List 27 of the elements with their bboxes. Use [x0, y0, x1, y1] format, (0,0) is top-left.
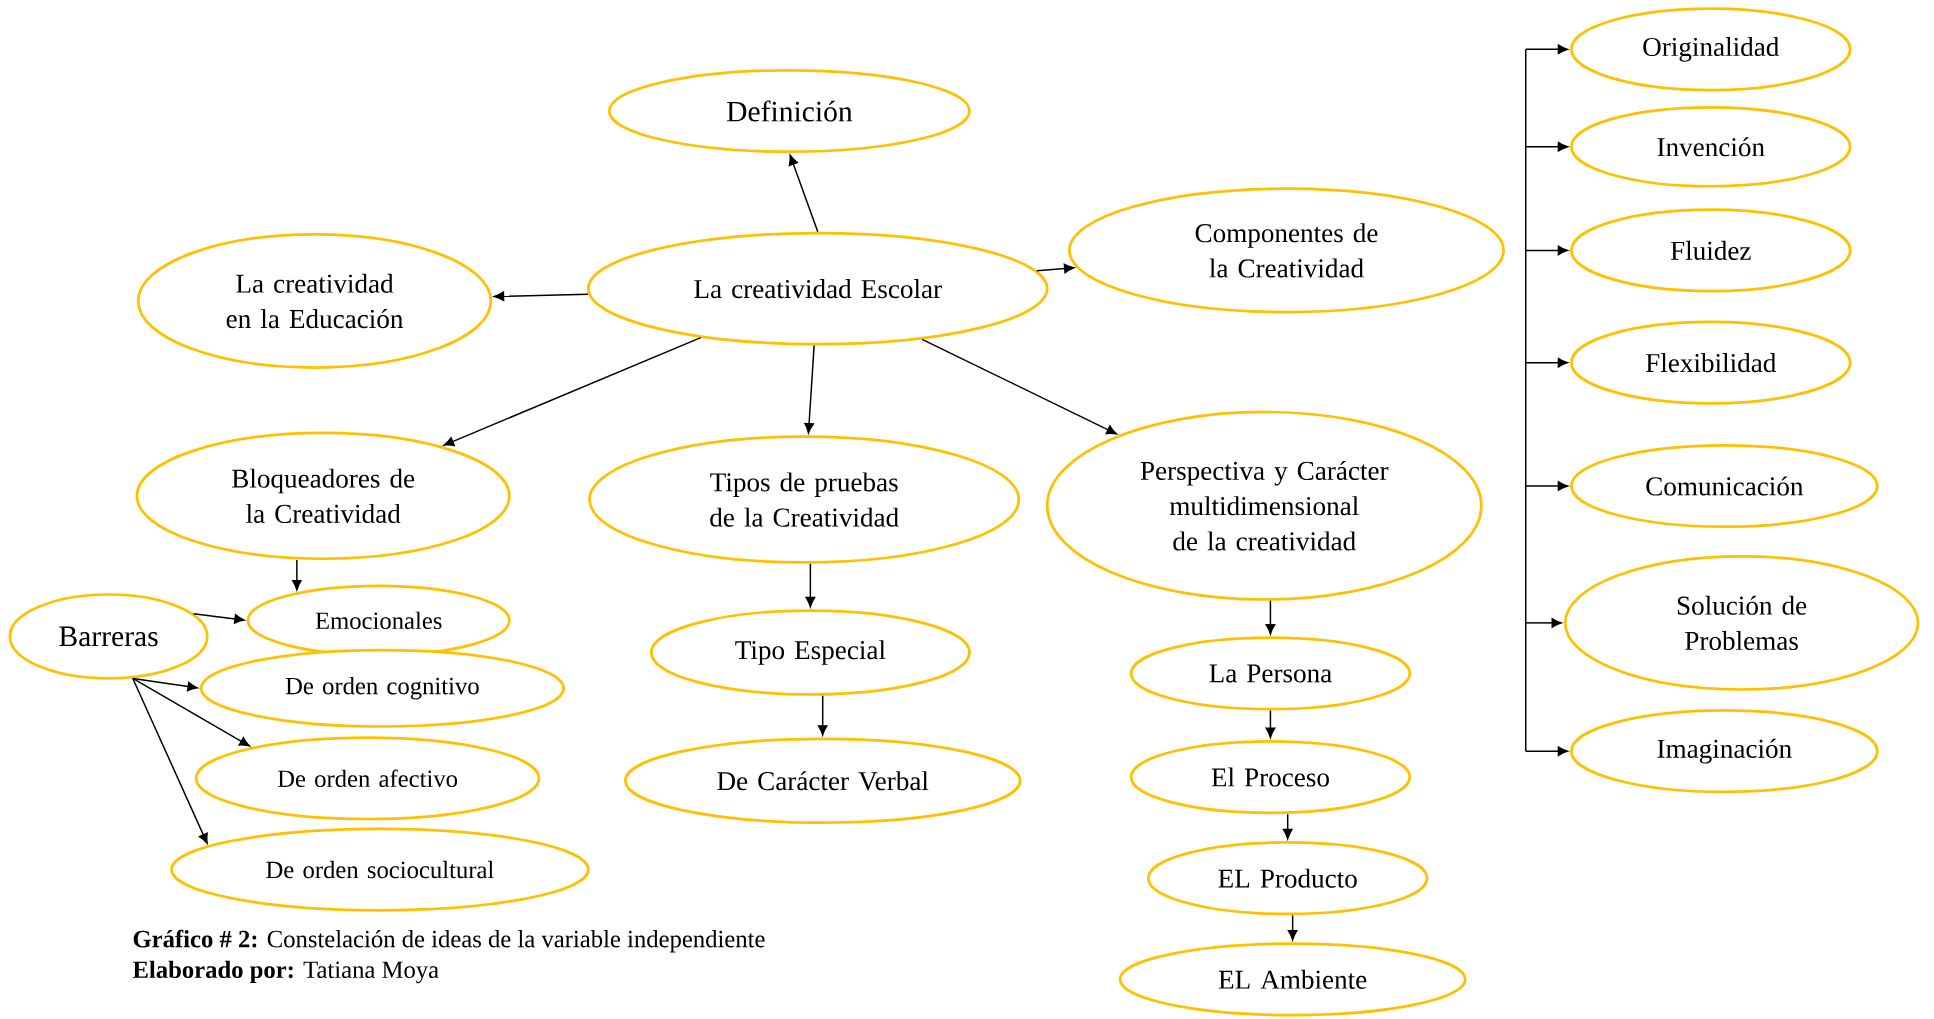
arrow [817, 695, 828, 736]
caption: Gráfico # 2: Constelación de ideas de la variable independiente [133, 929, 765, 953]
arrow [443, 337, 702, 447]
arrow [788, 154, 819, 233]
arrow [804, 344, 815, 434]
arrow [805, 563, 816, 608]
arrow [1287, 914, 1298, 941]
arrow [1525, 618, 1563, 628]
arrow [192, 613, 245, 624]
arrow [132, 677, 208, 844]
arrow [1265, 600, 1276, 635]
arrow [921, 338, 1117, 435]
arrow [292, 559, 302, 591]
trunk-line [1525, 48, 1527, 752]
arrow [1525, 357, 1569, 368]
arrow [1525, 142, 1569, 152]
arrow [132, 677, 198, 692]
arrow [1525, 44, 1569, 55]
arrow [1036, 263, 1075, 274]
arrow [1525, 245, 1569, 256]
arrow [1525, 481, 1569, 491]
arrow [1525, 746, 1569, 757]
arrow [132, 677, 250, 747]
credit-note: Elaborado por: Tatiana Moya [132, 960, 439, 984]
arrow [493, 291, 589, 302]
arrow [1265, 709, 1276, 739]
arrow [1282, 813, 1293, 840]
